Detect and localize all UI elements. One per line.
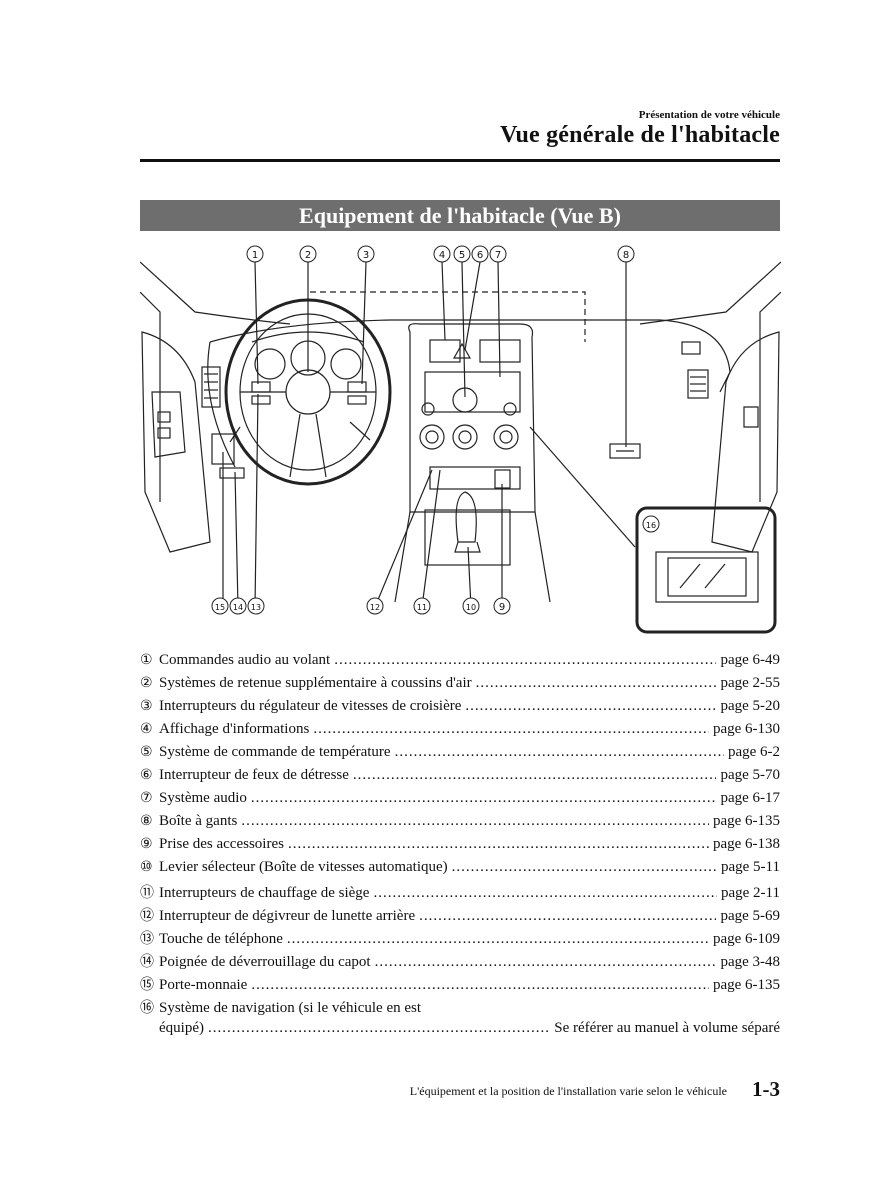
dashboard-illustration: 1 2 3 4 5 6 7 8 15 14 13 12 11 10 9 16 <box>140 245 781 634</box>
callout-9: 9 <box>499 602 505 613</box>
callout-6: 6 <box>477 250 483 261</box>
callout-11: 11 <box>417 603 427 612</box>
footer-note: L'équipement et la position de l'install… <box>409 1084 727 1098</box>
callout-7: 7 <box>495 250 501 261</box>
callout-1: 1 <box>252 250 258 261</box>
callout-13: 13 <box>251 603 261 612</box>
callout-8: 8 <box>623 250 629 261</box>
callout-12: 12 <box>370 603 380 612</box>
page-number: 1-3 <box>752 1077 780 1101</box>
section-banner: Equipement de l'habitacle (Vue B) <box>140 200 780 231</box>
chapter-heading: Présentation de votre véhicule <box>638 109 780 121</box>
header-rule <box>140 159 780 162</box>
legend-item-last-continued: équipé)Se référer au manuel à volume sép… <box>140 1020 780 1043</box>
callout-5: 5 <box>459 250 465 261</box>
callout-3: 3 <box>363 250 369 261</box>
page-title: Vue générale de l'habitacle <box>500 122 780 148</box>
callout-2: 2 <box>305 250 311 261</box>
callout-16: 16 <box>646 521 656 530</box>
callout-14: 14 <box>233 603 243 612</box>
callout-10: 10 <box>466 603 476 612</box>
callout-4: 4 <box>439 250 445 261</box>
callout-15: 15 <box>215 603 225 612</box>
